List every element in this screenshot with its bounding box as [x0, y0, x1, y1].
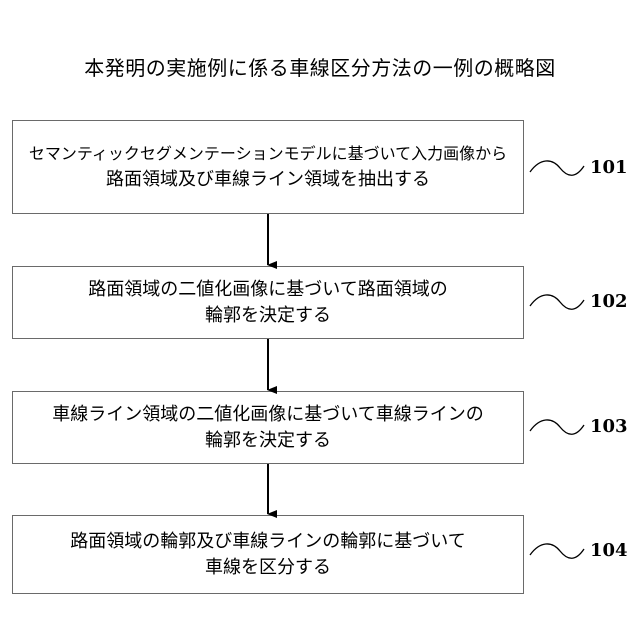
step-box-103: 車線ライン領域の二値化画像に基づいて車線ラインの 輪郭を決定する	[12, 391, 524, 464]
leader-line-103	[530, 420, 584, 434]
reference-numeral-104: 104	[590, 540, 628, 562]
reference-numeral-102: 102	[590, 291, 628, 313]
step-104-line-2: 車線を区分する	[205, 555, 331, 581]
step-box-102: 路面領域の二値化画像に基づいて路面領域の 輪郭を決定する	[12, 266, 524, 339]
step-103-line-1: 車線ライン領域の二値化画像に基づいて車線ラインの	[52, 402, 483, 428]
step-box-101: セマンティックセグメンテーションモデルに基づいて入力画像から 路面領域及び車線ラ…	[12, 120, 524, 214]
leader-line-101	[530, 161, 584, 175]
step-103-line-2: 輪郭を決定する	[205, 428, 331, 454]
reference-numeral-103: 103	[590, 416, 628, 438]
step-104-line-1: 路面領域の輪郭及び車線ラインの輪郭に基づいて	[70, 529, 465, 555]
step-102-line-1: 路面領域の二値化画像に基づいて路面領域の	[88, 277, 447, 303]
diagram-title: 本発明の実施例に係る車線区分方法の一例の概略図	[0, 52, 640, 81]
reference-numeral-101: 101	[590, 157, 628, 179]
leader-line-104	[530, 544, 584, 558]
step-101-line-1: セマンティックセグメンテーションモデルに基づいて入力画像から	[29, 141, 507, 167]
step-101-line-2: 路面領域及び車線ライン領域を抽出する	[106, 167, 430, 193]
leader-line-102	[530, 295, 584, 309]
step-box-104: 路面領域の輪郭及び車線ラインの輪郭に基づいて 車線を区分する	[12, 515, 524, 594]
step-102-line-2: 輪郭を決定する	[205, 303, 331, 329]
